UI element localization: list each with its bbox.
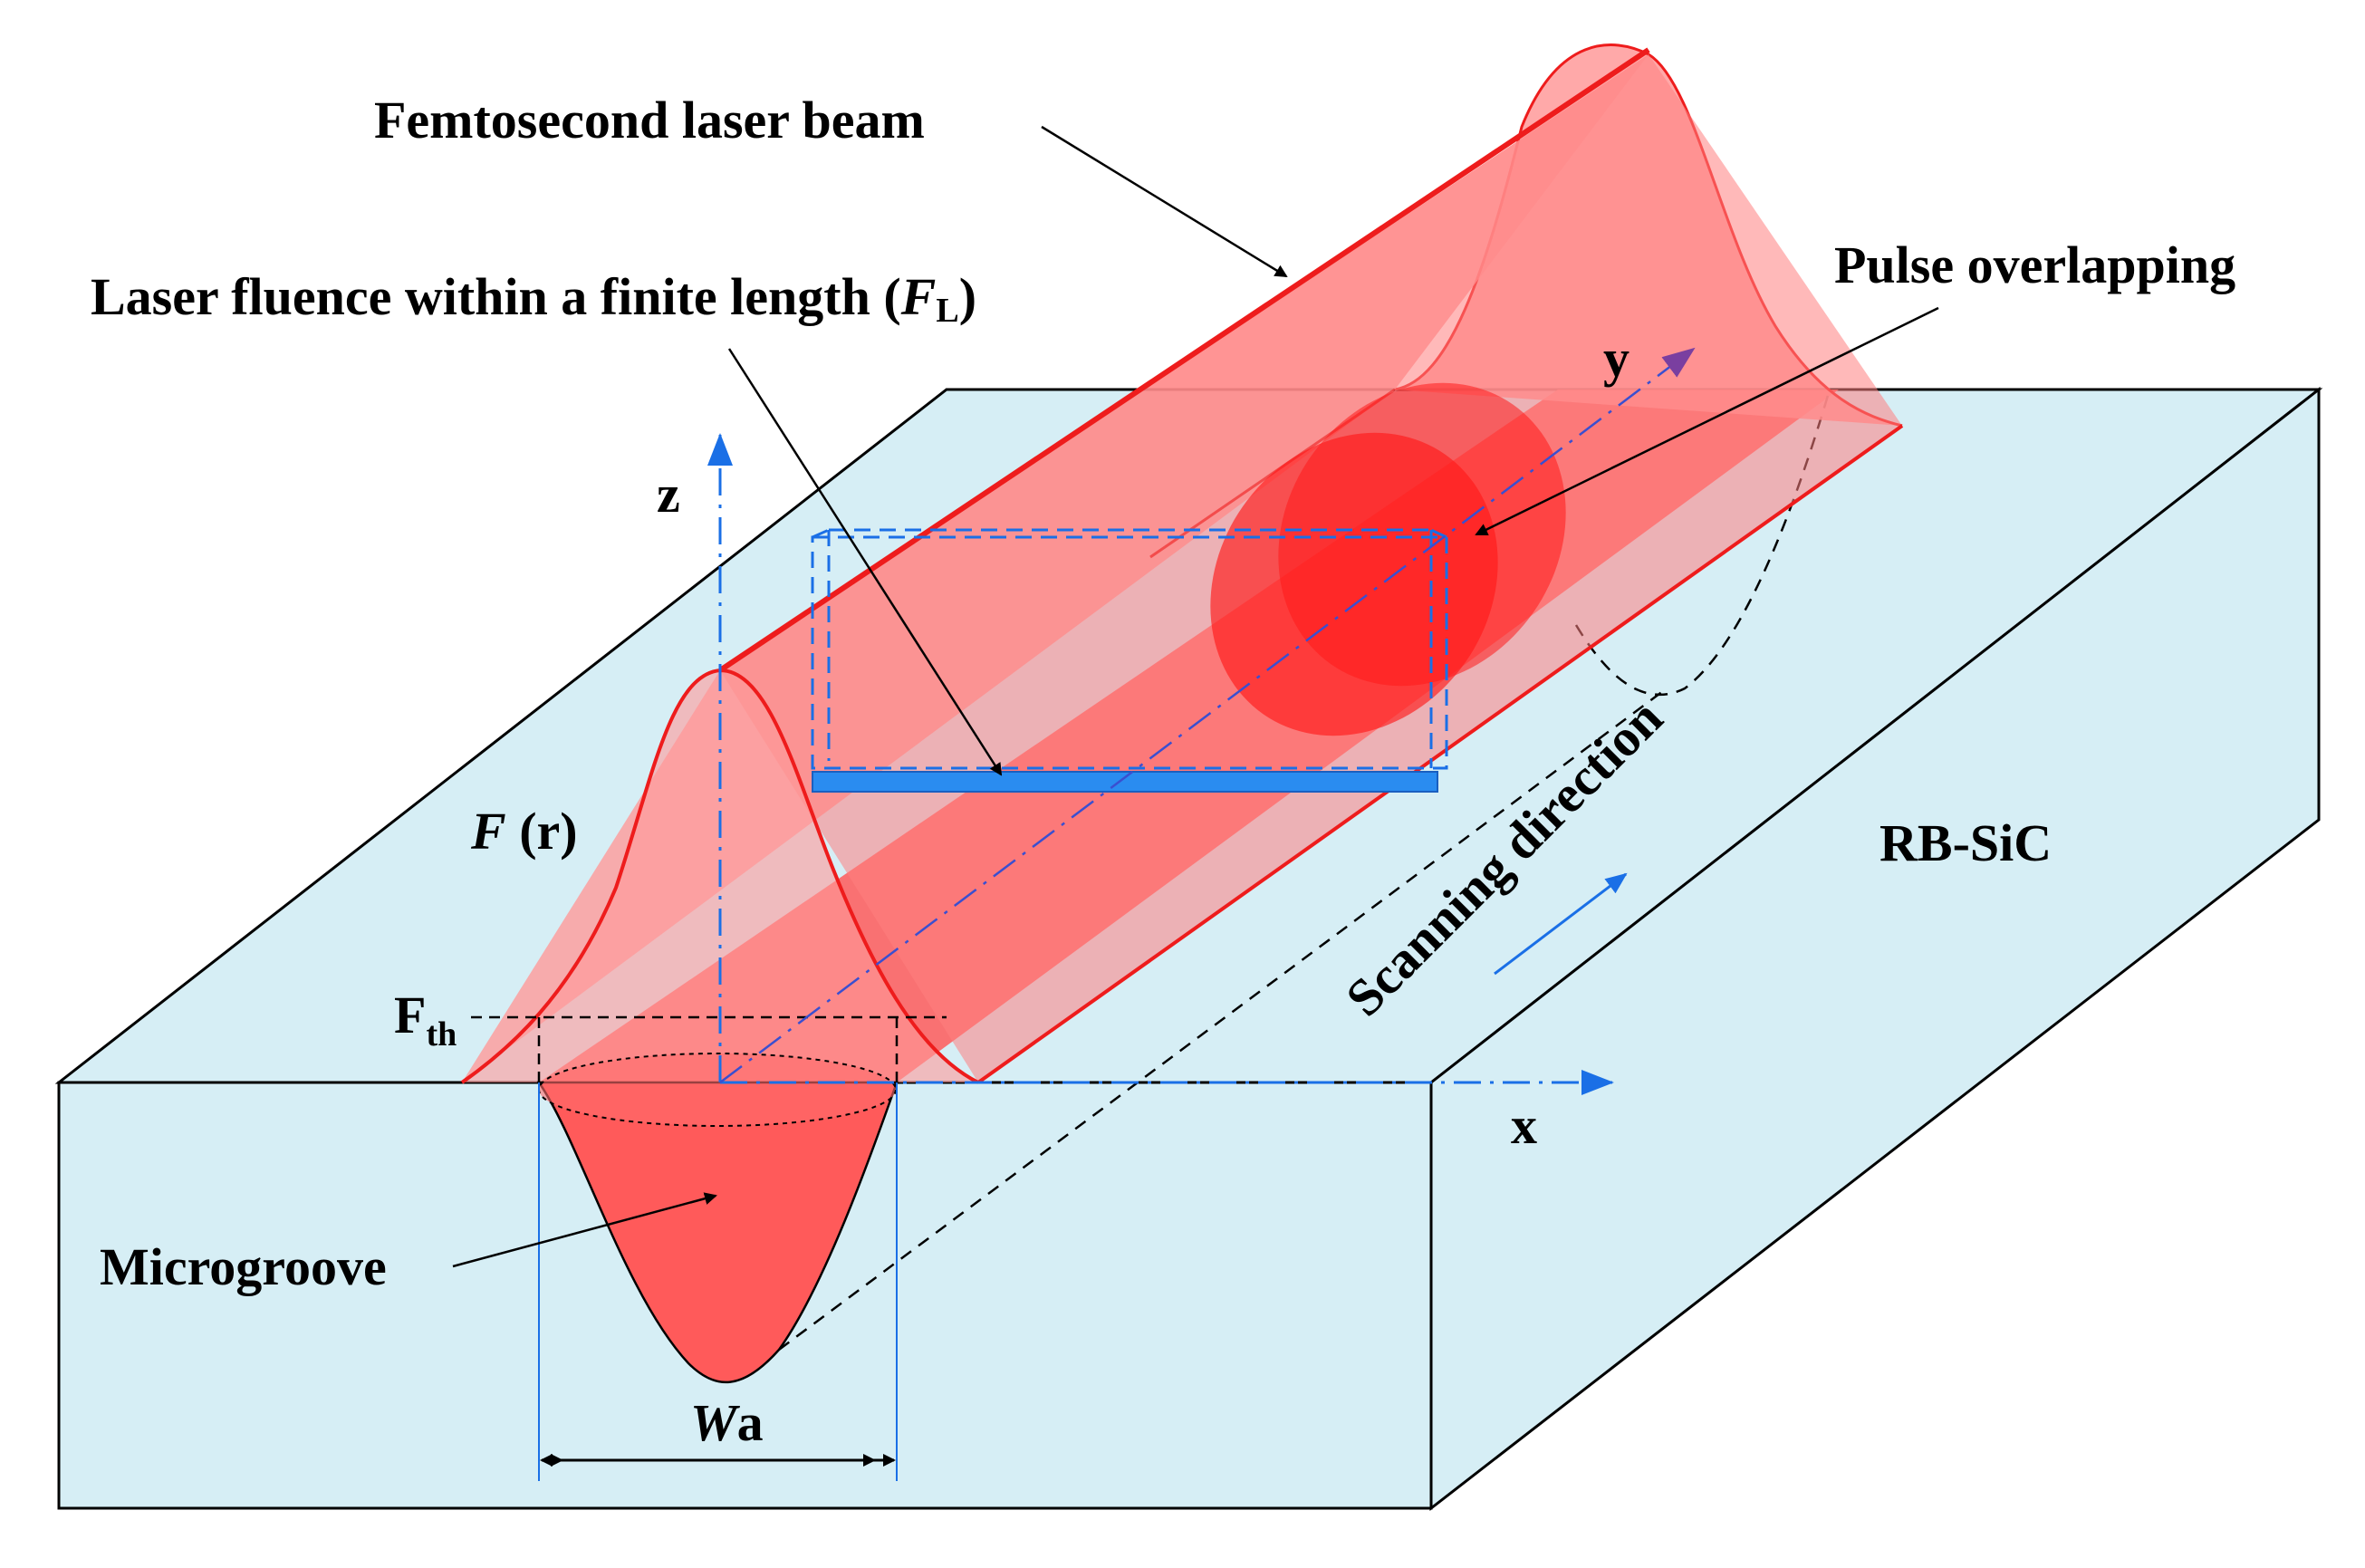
laser-beam-leader xyxy=(1041,125,1288,278)
fluence-leader xyxy=(727,348,1003,776)
fluence-label-suffix: ) xyxy=(959,267,976,326)
width-label-sub: a xyxy=(737,1393,764,1452)
threshold-label: Fth xyxy=(394,986,457,1053)
threshold-label-base: F xyxy=(394,986,426,1044)
fluence-label-symbol: F xyxy=(900,267,937,326)
microgroove-opening xyxy=(538,1053,897,1127)
beam-right-base xyxy=(976,424,1904,1084)
substrate-right-face xyxy=(1429,386,2321,1512)
fluence-label-prefix: Laser fluence within a finite length ( xyxy=(91,267,901,326)
pulse-spot-2 xyxy=(1278,382,1566,687)
width-label-symbol: W xyxy=(690,1393,740,1452)
microgroove-label: Microgroove xyxy=(100,1237,387,1296)
beam-ridge xyxy=(718,47,1650,673)
axis-x-label: x xyxy=(1511,1096,1537,1155)
pulse-overlapping-label: Pulse overlapping xyxy=(1834,236,2235,294)
laser-beam-label: Femtosecond laser beam xyxy=(374,91,925,149)
pulse-overlap-leader xyxy=(1475,306,1939,536)
threshold-label-sub: th xyxy=(426,1015,457,1053)
scanning-direction-arrow xyxy=(1494,872,1628,976)
axis-z-label: z xyxy=(657,465,680,524)
fluence-profile-label: F (r) xyxy=(470,802,578,861)
fluence-profile-symbol: F xyxy=(470,802,506,861)
y-axis xyxy=(719,347,1696,1083)
fluence-label: Laser fluence within a finite length (FL… xyxy=(91,267,976,330)
fluence-label-sub: L xyxy=(936,292,958,330)
material-label: RB-SiC xyxy=(1880,813,2052,872)
axis-y-label: y xyxy=(1603,329,1630,388)
width-label: Wa xyxy=(690,1393,764,1452)
groove-bottom-line xyxy=(778,687,1668,1352)
fluence-profile-arg: (r) xyxy=(506,802,578,861)
finite-length-bar xyxy=(812,771,1438,793)
microgroove-shape xyxy=(536,1081,899,1384)
width-guides xyxy=(538,1082,898,1481)
microgroove-leader xyxy=(452,1192,717,1268)
threshold-markers xyxy=(471,1015,947,1082)
coordinate-axes xyxy=(707,347,1696,1095)
callout-arrows xyxy=(452,125,1939,1268)
